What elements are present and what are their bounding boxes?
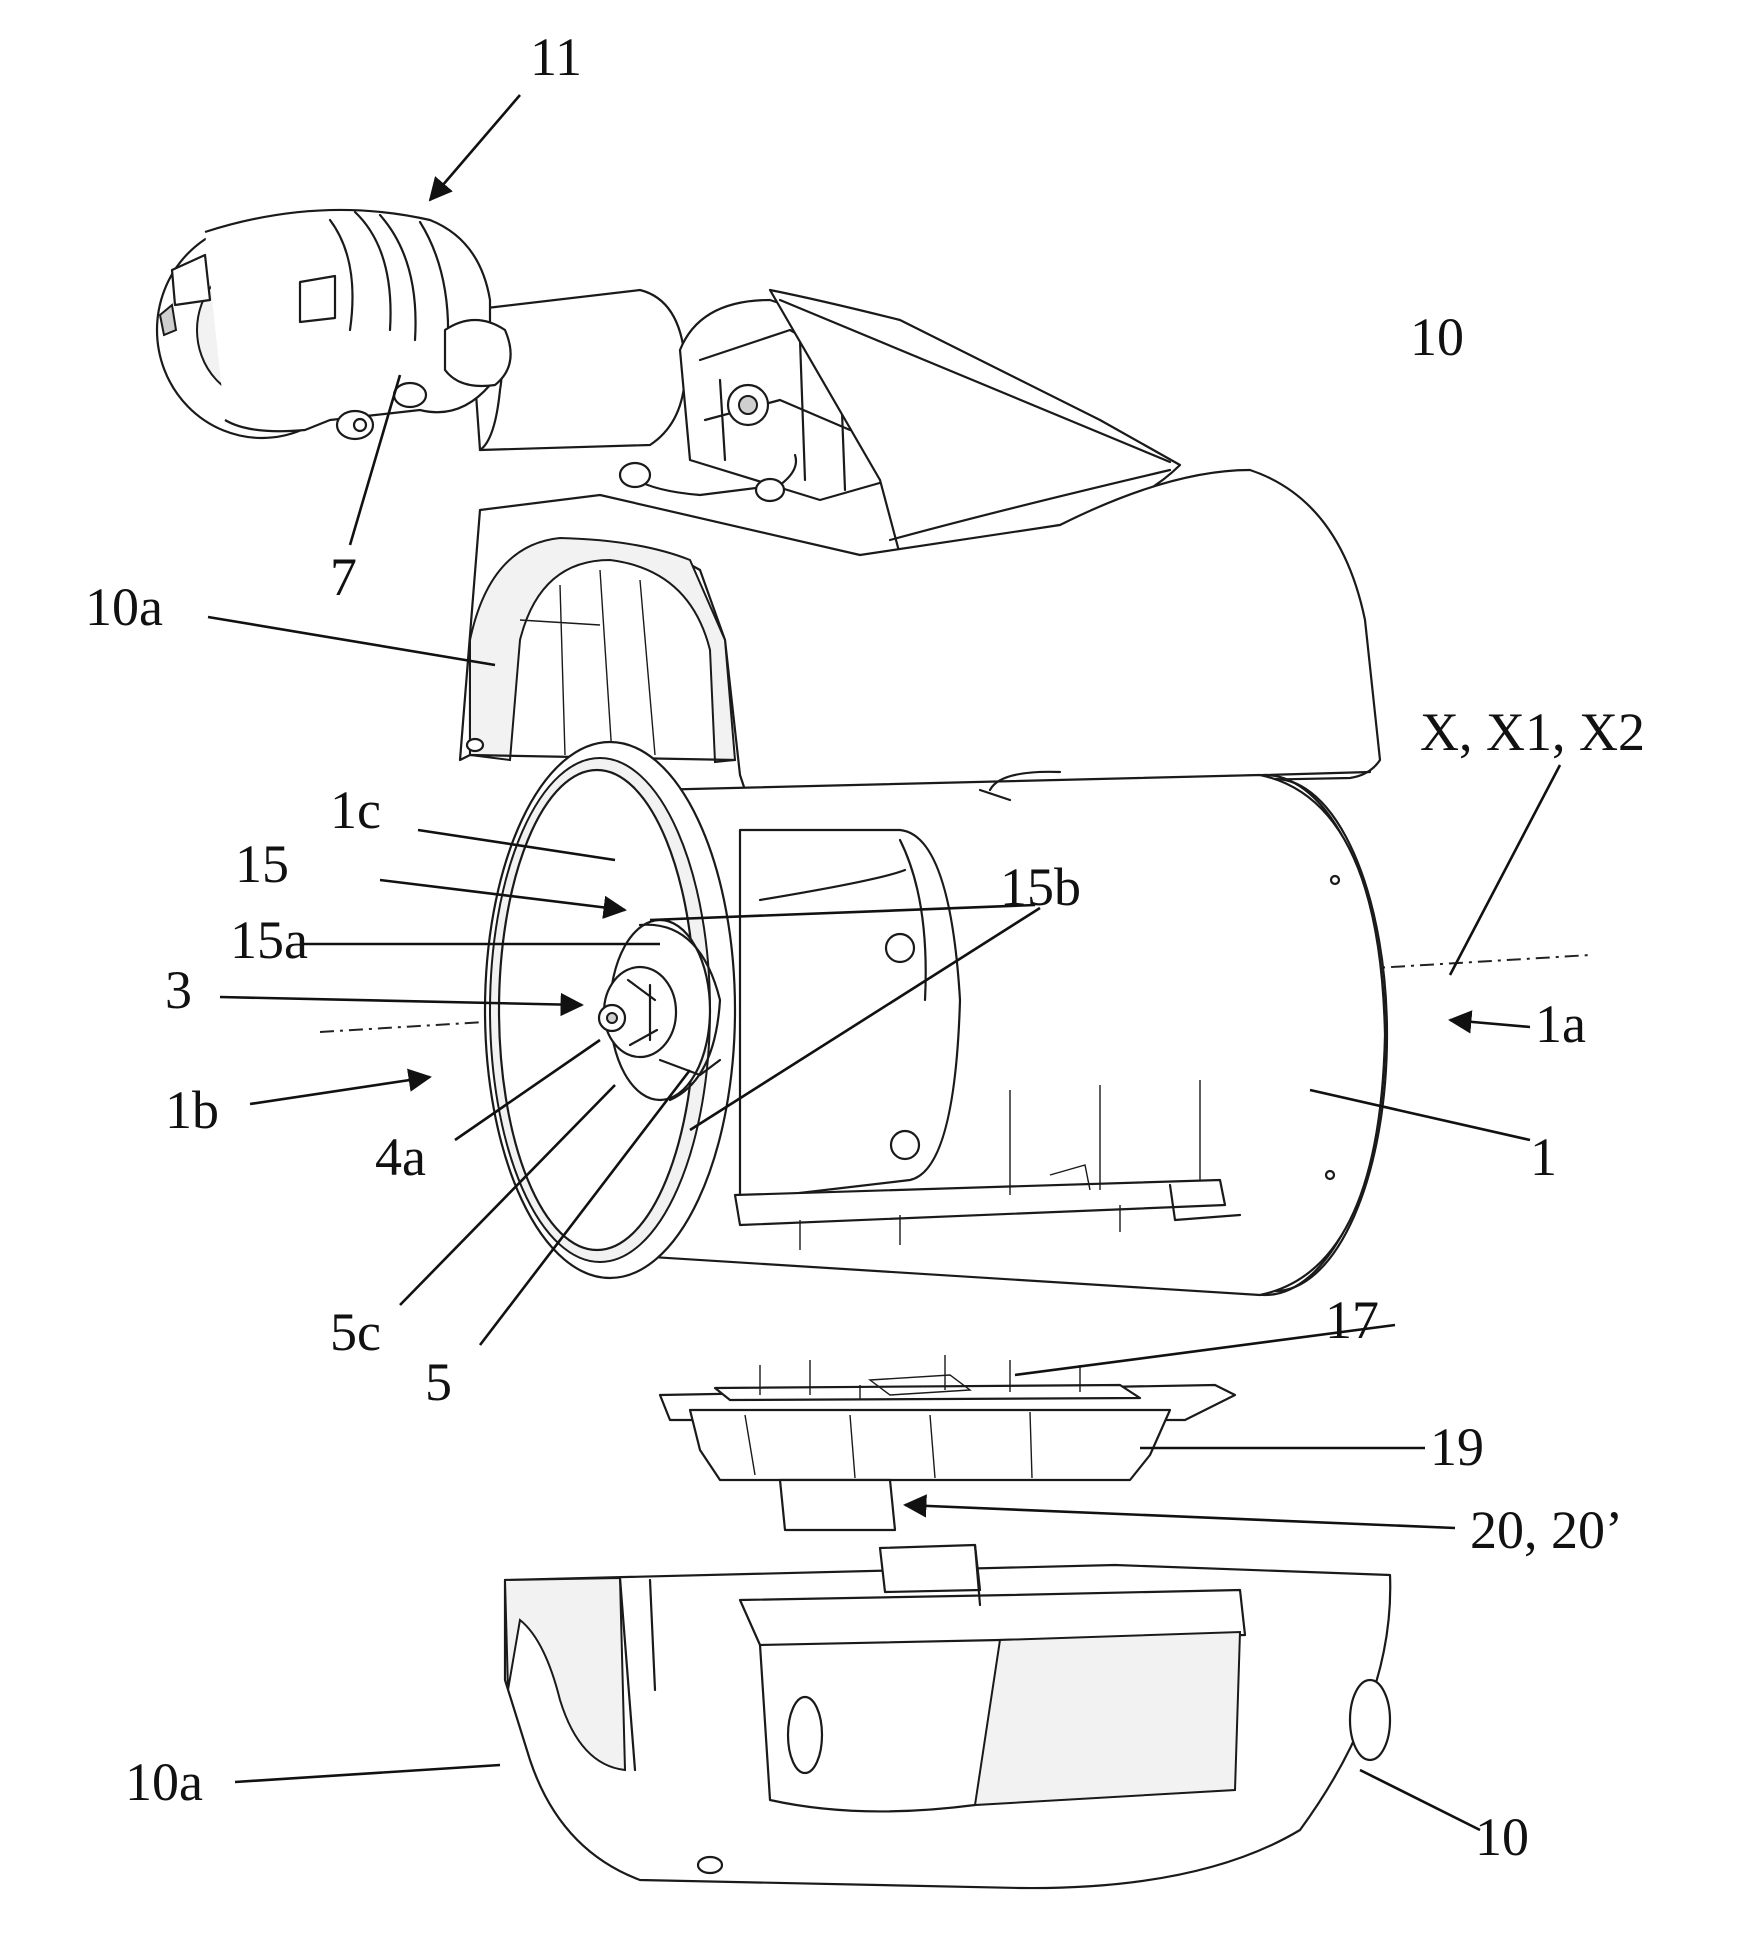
label-20: 20, 20’ bbox=[1470, 1500, 1623, 1560]
label-x-axes: X, X1, X2 bbox=[1420, 702, 1645, 762]
label-19: 19 bbox=[1430, 1417, 1484, 1477]
label-10-bottom: 10 bbox=[1475, 1807, 1529, 1867]
label-10a-top: 10a bbox=[85, 577, 163, 637]
label-11: 11 bbox=[530, 27, 582, 87]
label-10a-bottom: 10a bbox=[125, 1752, 203, 1812]
label-10-top: 10 bbox=[1410, 307, 1464, 367]
tube-body bbox=[485, 742, 1387, 1295]
label-1: 1 bbox=[1530, 1127, 1557, 1187]
label-15a: 15a bbox=[230, 910, 308, 970]
label-17: 17 bbox=[1325, 1290, 1379, 1350]
label-1a: 1a bbox=[1535, 994, 1586, 1054]
label-5: 5 bbox=[425, 1352, 452, 1412]
label-7: 7 bbox=[330, 547, 357, 607]
label-5c: 5c bbox=[330, 1302, 381, 1362]
electronics-tray bbox=[660, 1355, 1235, 1530]
motor-assembly bbox=[157, 210, 890, 501]
lower-housing-shell bbox=[505, 1545, 1390, 1888]
label-1c: 1c bbox=[330, 780, 381, 840]
label-4a: 4a bbox=[375, 1127, 426, 1187]
label-15b: 15b bbox=[1000, 857, 1081, 917]
label-1b: 1b bbox=[165, 1080, 219, 1140]
label-15: 15 bbox=[235, 834, 289, 894]
label-3: 3 bbox=[165, 960, 192, 1020]
